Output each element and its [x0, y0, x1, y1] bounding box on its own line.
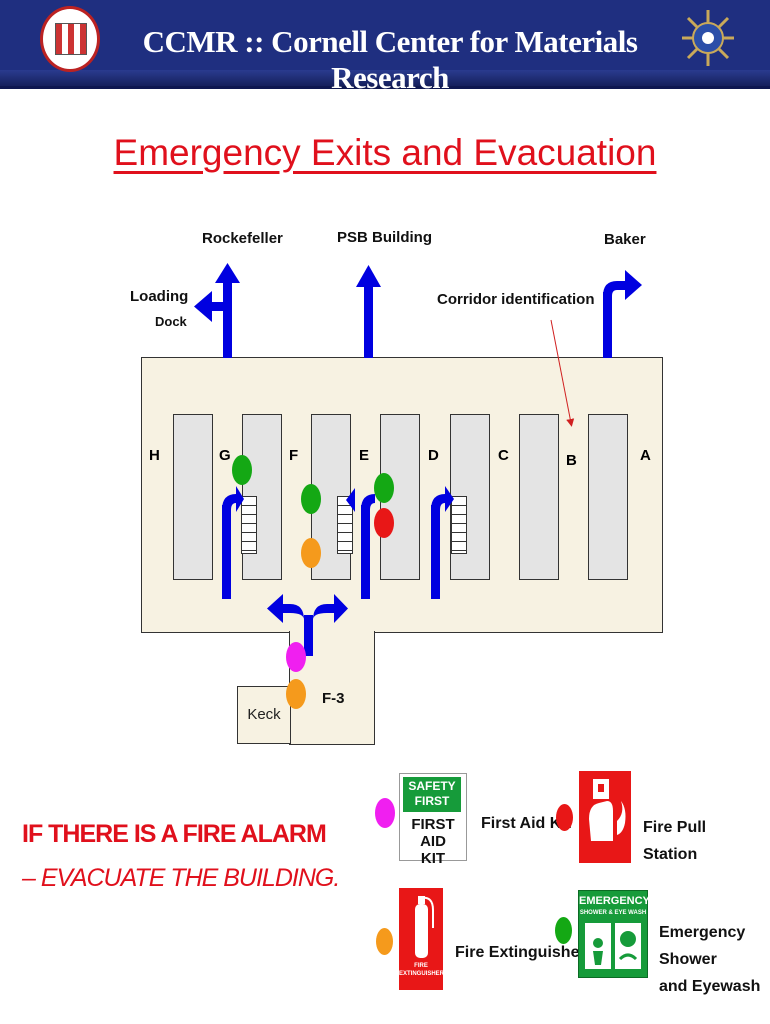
corridor-label-b: B: [566, 452, 577, 469]
corridor-label-a: A: [640, 447, 651, 464]
evacuate-instruction: – EVACUATE THE BUILDING.: [22, 864, 340, 892]
fire-pull-label-line1: Fire Pull: [643, 819, 707, 836]
shower-eyewash-marker: [374, 473, 394, 503]
cornell-logo: [40, 6, 100, 72]
nsf-logo: [682, 10, 734, 66]
shower-eyewash-marker: [301, 484, 321, 514]
fire-pull-sign: [579, 771, 631, 863]
corridor-label-h: H: [149, 447, 160, 464]
fire-extinguisher-marker: [301, 538, 321, 568]
fire-pull-legend-dot: [556, 804, 573, 831]
sign-first-aid-text: FIRST AID: [411, 816, 455, 850]
header-title: CCMR :: Cornell Center for Materials Res…: [142, 24, 638, 95]
room-block: [519, 414, 559, 580]
hand-pull-icon: [589, 779, 626, 841]
corridor-label-f: F: [289, 447, 299, 464]
corridor-label-g: G: [219, 447, 231, 464]
fire-alarm-heading: IF THERE IS A FIRE ALARM: [22, 820, 327, 848]
first-aid-kit-label: First Aid Kit: [481, 815, 572, 832]
sign-shower-eyewash-text: SHOWER & EYE WASH: [579, 910, 647, 916]
page-title: Emergency Exits and Evacuation: [113, 132, 657, 173]
first-aid-sign: SAFETY FIRST FIRST AID KIT: [399, 773, 467, 867]
shower-label-line1: Emergency: [659, 924, 746, 941]
f3-label: F-3: [322, 690, 345, 707]
corridor-identification-label: Corridor identification: [437, 291, 595, 308]
rockefeller-label: Rockefeller: [202, 230, 283, 247]
emergency-shower-sign: EMERGENCY SHOWER & EYE WASH: [578, 890, 650, 978]
sign-fire-text: FIRE: [414, 963, 428, 969]
stairway: [241, 496, 257, 554]
stairway: [337, 496, 353, 554]
sign-kit-text: KIT: [420, 850, 446, 867]
fire-pull-label: Fire Pull Station: [643, 814, 706, 868]
fire-pull-label-line2: Station: [643, 846, 698, 863]
header-stripe: [0, 70, 770, 86]
stairway: [451, 496, 467, 554]
first-aid-legend-dot: [375, 798, 395, 828]
corridor-label-c: C: [498, 447, 509, 464]
fire-extinguisher-marker: [286, 679, 306, 709]
corridor-label-e: E: [359, 447, 370, 464]
shower-legend-dot: [555, 917, 572, 944]
room-block: [173, 414, 213, 580]
psb-building-label: PSB Building: [337, 229, 432, 246]
shower-eyewash-label: Emergency Shower and Eyewash: [659, 919, 760, 1000]
fire-extinguisher-legend-dot: [376, 928, 393, 955]
corridor-label-d: D: [428, 447, 439, 464]
fire-extinguisher-sign: FIRE EXTINGUISHER: [399, 888, 445, 990]
shower-eyewash-marker: [232, 455, 252, 485]
header-banner: CCMR :: Cornell Center for Materials Res…: [0, 0, 770, 95]
extinguisher-icon: [415, 896, 434, 958]
safety-first-panel: SAFETY FIRST: [403, 777, 461, 812]
room-block: [588, 414, 628, 580]
dock-label: Dock: [155, 314, 187, 329]
sign-first-text: FIRST: [414, 794, 450, 808]
shower-label-line3: and Eyewash: [659, 978, 761, 995]
sign-extinguisher-text: EXTINGUISHER: [399, 971, 445, 977]
first-aid-marker: [286, 642, 306, 672]
keck-label: Keck: [247, 706, 281, 723]
fire-extinguisher-label: Fire Extinguisher: [455, 944, 586, 961]
fire-pull-marker: [374, 508, 394, 538]
baker-label: Baker: [604, 231, 646, 248]
keck-building: Keck: [237, 686, 291, 744]
sign-emergency-text: EMERGENCY: [579, 895, 650, 907]
shower-eyewash-icon: [585, 923, 641, 969]
shower-label-line2: Shower: [659, 951, 717, 968]
loading-label: Loading: [130, 288, 189, 305]
sign-safety-text: SAFETY: [408, 779, 456, 793]
